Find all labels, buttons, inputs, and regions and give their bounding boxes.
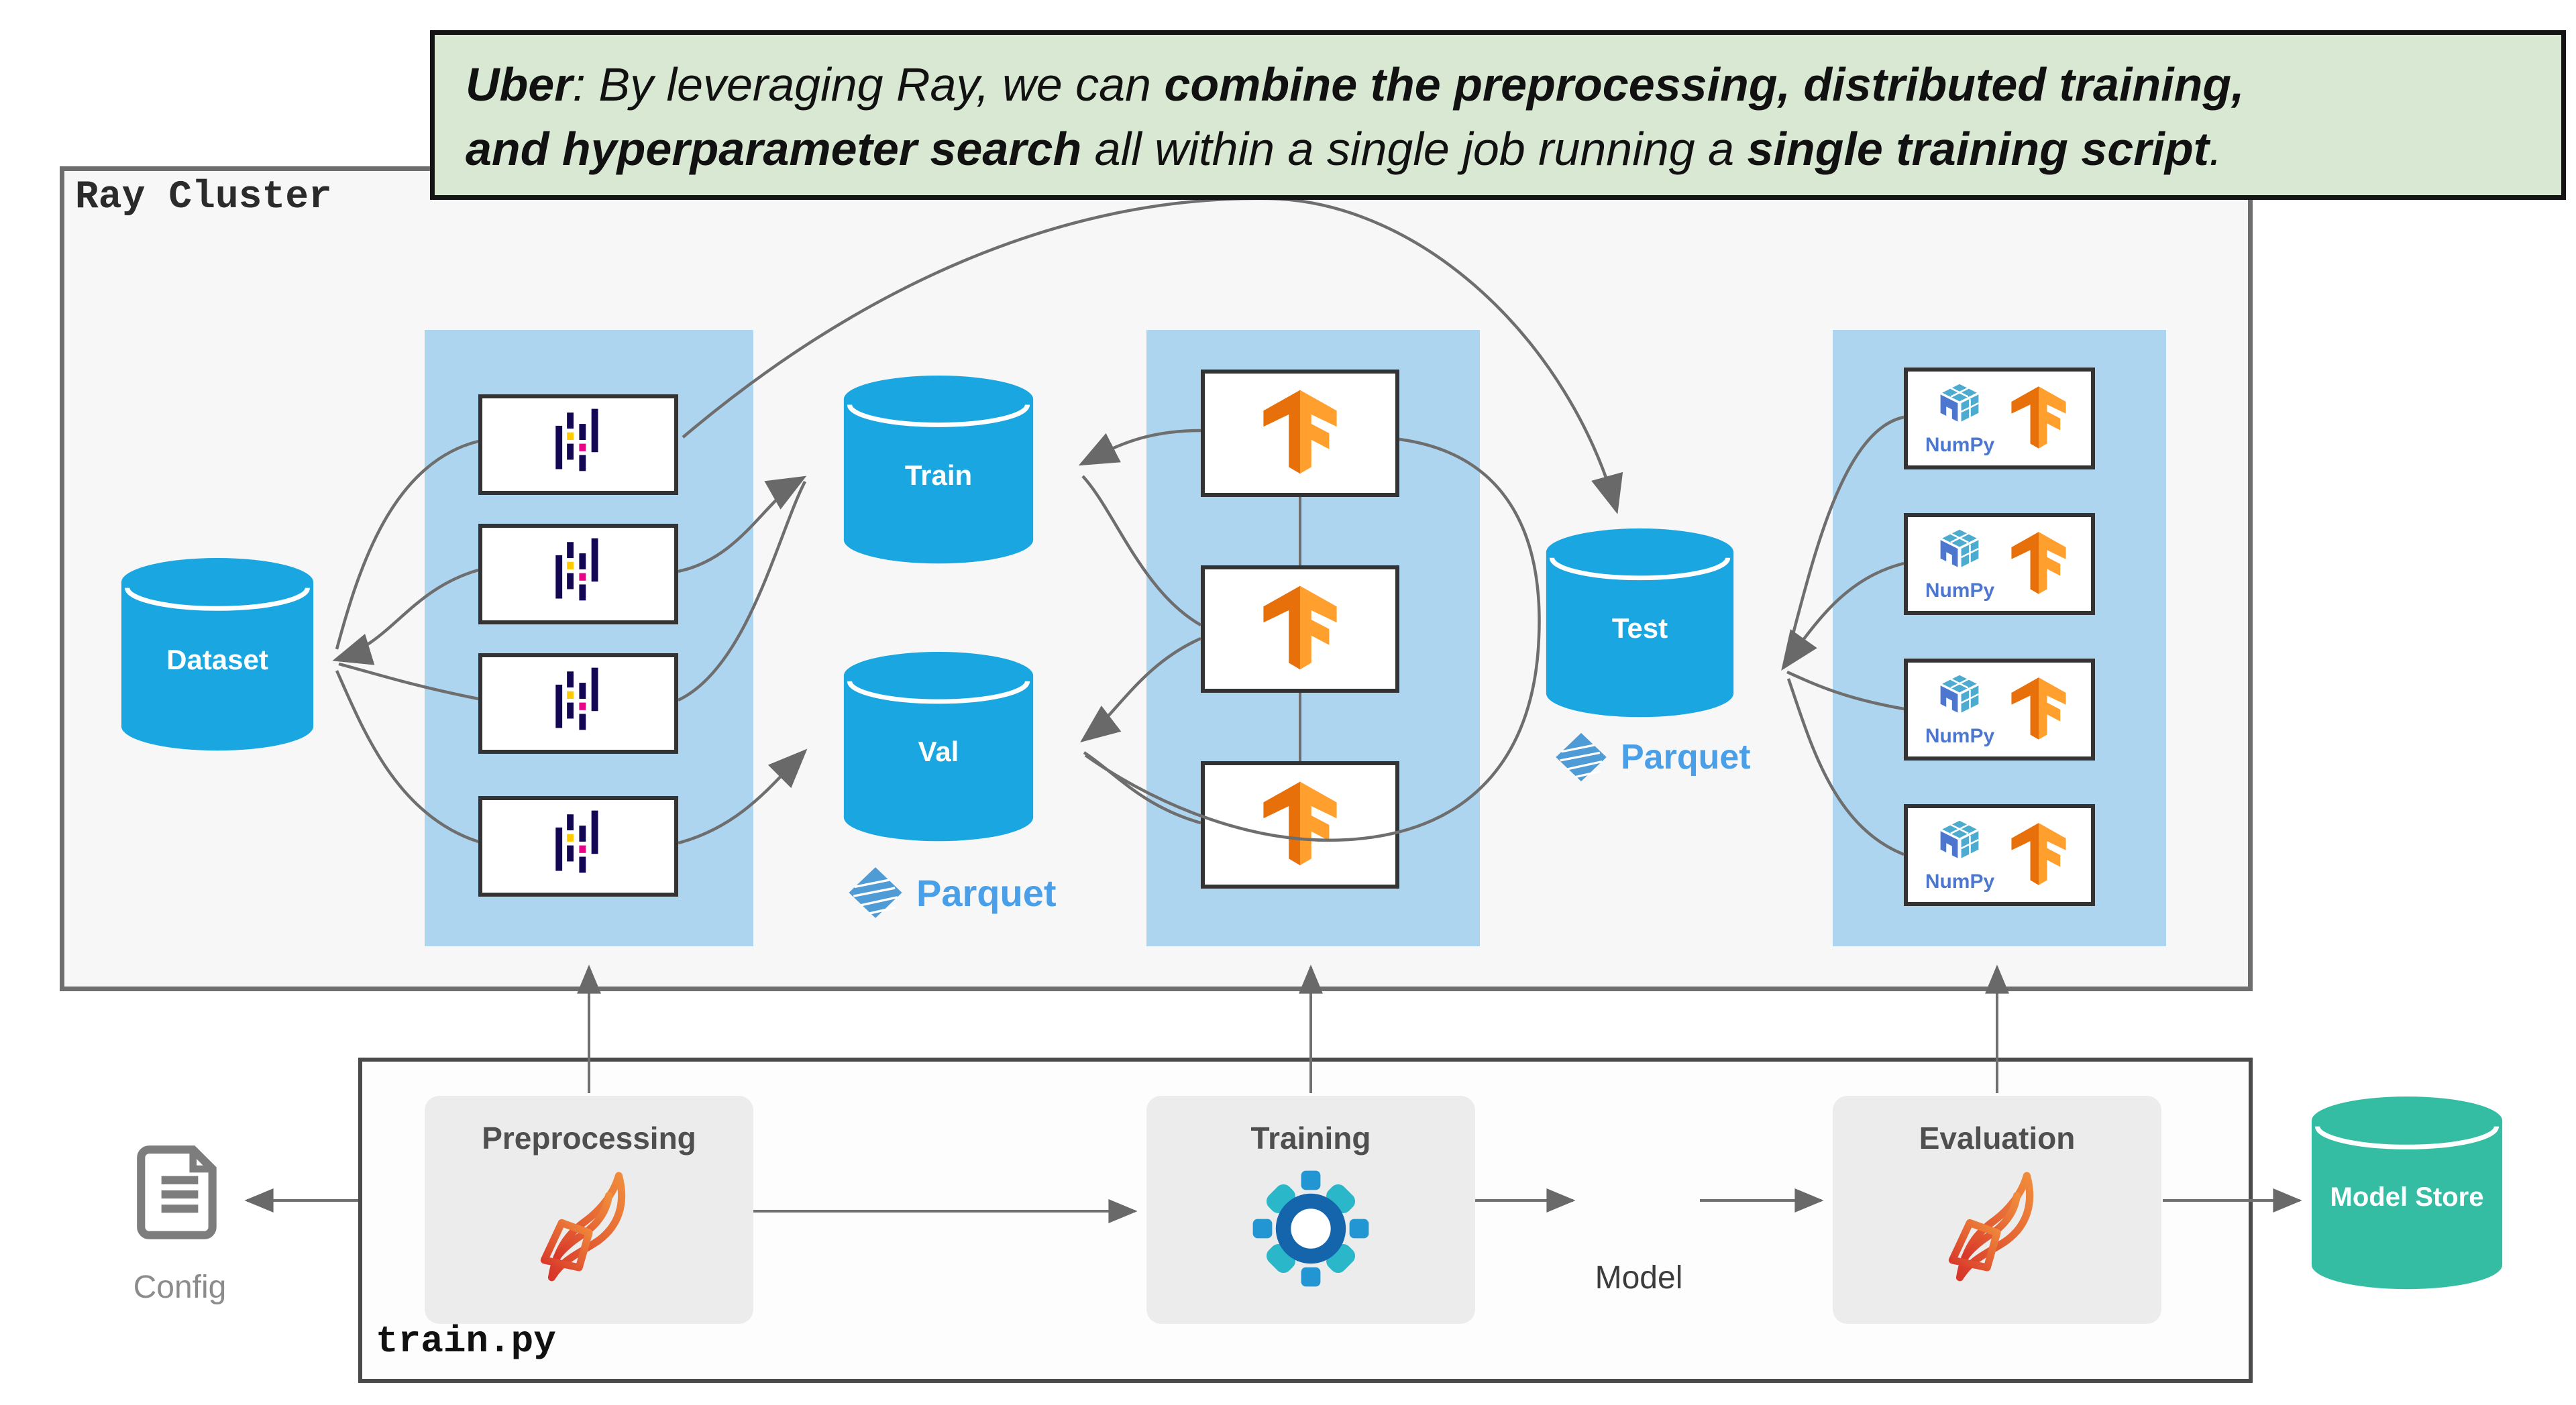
cylinder-shape bbox=[121, 558, 314, 751]
preprocessing-worker-box bbox=[478, 653, 678, 754]
ray-cluster-title: Ray Cluster bbox=[75, 176, 332, 219]
pandas-icon bbox=[555, 810, 598, 873]
tensorflow-icon bbox=[2011, 532, 2066, 594]
petastorm-flame-icon bbox=[1948, 1172, 2034, 1282]
pandas-icon bbox=[555, 538, 598, 601]
numpy-label: NumPy bbox=[1925, 579, 1995, 602]
train-cylinder: Train bbox=[842, 376, 1035, 565]
numpy-cube-icon bbox=[1941, 820, 1980, 858]
tensorflow-icon bbox=[1263, 585, 1337, 670]
evaluation-worker-box: NumPy bbox=[1904, 368, 2095, 469]
parquet-label: Parquet bbox=[1621, 738, 1751, 777]
numpy-logo: NumPy bbox=[1925, 818, 1994, 892]
evaluation-worker-box: NumPy bbox=[1904, 659, 2095, 761]
parquet-badge: Parquet bbox=[847, 864, 1057, 921]
numpy-cube-icon bbox=[1941, 384, 1980, 422]
config-file-icon bbox=[137, 1145, 217, 1239]
model-label: Model bbox=[1595, 1260, 1683, 1296]
tensorflow-icon bbox=[1263, 781, 1337, 866]
parquet-label: Parquet bbox=[916, 871, 1057, 914]
parquet-badge: Parquet bbox=[1554, 730, 1751, 785]
training-worker-box bbox=[1201, 565, 1399, 693]
horovod-icon bbox=[1252, 1170, 1369, 1287]
dataset-cylinder: Dataset bbox=[119, 558, 315, 752]
numpy-cube-icon bbox=[1941, 529, 1980, 567]
evaluation-worker-box: NumPy bbox=[1904, 804, 2095, 906]
quote-text-line1: Uber: By leveraging Ray, we can combine … bbox=[466, 58, 2245, 111]
training-stage-label: Training bbox=[1250, 1121, 1371, 1156]
tensorflow-icon bbox=[1263, 390, 1337, 474]
cylinder-shape bbox=[2311, 1097, 2503, 1290]
tensorflow-icon bbox=[2011, 386, 2066, 449]
evaluation-worker-box: NumPy bbox=[1904, 513, 2095, 615]
numpy-label: NumPy bbox=[1925, 870, 1995, 893]
pandas-icon bbox=[555, 408, 598, 471]
preprocessing-stage-box: Preprocessing bbox=[425, 1096, 753, 1324]
model-store-label: Model Store bbox=[2330, 1182, 2484, 1212]
numpy-logo: NumPy bbox=[1925, 527, 1994, 601]
numpy-logo: NumPy bbox=[1925, 673, 1994, 746]
pandas-icon bbox=[555, 667, 598, 730]
val-label: Val bbox=[918, 736, 959, 768]
preprocessing-worker-box bbox=[478, 796, 678, 897]
parquet-icon bbox=[1556, 732, 1607, 782]
petastorm-flame-icon bbox=[540, 1172, 626, 1282]
train-label: Train bbox=[904, 459, 973, 491]
tensorflow-icon bbox=[2011, 677, 2066, 740]
cylinder-shape bbox=[1546, 528, 1734, 718]
preprocessing-worker-box bbox=[478, 394, 678, 495]
parquet-icon bbox=[849, 867, 902, 918]
numpy-label: NumPy bbox=[1925, 434, 1995, 456]
quote-text-line2: and hyperparameter search all within a s… bbox=[466, 123, 2222, 175]
cylinder-shape bbox=[843, 652, 1034, 842]
tensorflow-icon bbox=[2011, 823, 2066, 885]
training-worker-box bbox=[1201, 370, 1399, 497]
uber-quote-box: Uber: By leveraging Ray, we can combine … bbox=[430, 30, 2566, 200]
numpy-logo: NumPy bbox=[1925, 382, 1994, 455]
val-cylinder: Val bbox=[842, 652, 1035, 843]
preprocessing-worker-box bbox=[478, 524, 678, 624]
training-worker-box bbox=[1201, 761, 1399, 889]
model-store-cylinder: Model Store bbox=[2310, 1097, 2504, 1291]
evaluation-stage-box: Evaluation bbox=[1833, 1096, 2161, 1324]
numpy-cube-icon bbox=[1941, 675, 1980, 713]
dataset-label: Dataset bbox=[166, 643, 268, 675]
numpy-label: NumPy bbox=[1925, 725, 1995, 747]
test-cylinder: Test bbox=[1544, 528, 1735, 719]
test-label: Test bbox=[1611, 612, 1668, 644]
config-label: Config bbox=[133, 1270, 227, 1305]
training-stage-box: Training bbox=[1146, 1096, 1475, 1324]
evaluation-stage-label: Evaluation bbox=[1919, 1121, 2076, 1156]
trainpy-script-label: train.py bbox=[376, 1320, 556, 1363]
preprocessing-stage-label: Preprocessing bbox=[482, 1121, 696, 1156]
